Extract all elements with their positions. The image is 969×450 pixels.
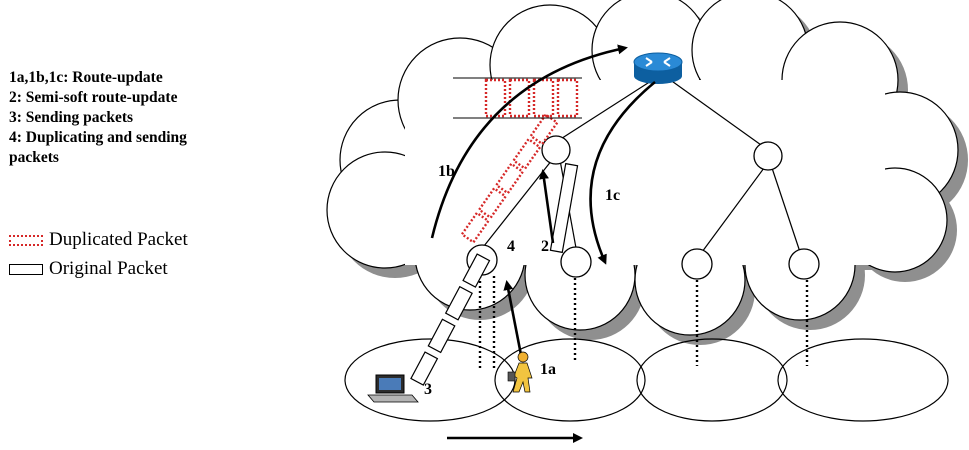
arrow-2: [539, 169, 555, 244]
arrow-1a: [503, 280, 524, 361]
key-duplicated-packet: Duplicated Packet: [9, 229, 188, 251]
label-3: 3: [424, 381, 432, 398]
duplicated-packet-swatch: [9, 235, 43, 247]
legend: 1a,1b,1c: Route-update 2: Semi-soft rout…: [9, 68, 187, 168]
legend-line-duplicating: 4: Duplicating and sending: [9, 129, 187, 146]
legend-line-route-update: 1a,1b,1c: Route-update: [9, 69, 163, 86]
legend-line-sending: 3: Sending packets: [9, 109, 134, 126]
laptop-icon: [367, 374, 419, 403]
key-original-packet: Original Packet: [9, 258, 168, 280]
mobile-user-icon: [507, 351, 533, 393]
arrow-1c: [589, 80, 656, 265]
label-4: 4: [507, 238, 515, 255]
key-original-label: Original Packet: [49, 258, 168, 279]
node-level1-right: [753, 141, 783, 171]
label-1c: 1c: [605, 187, 620, 204]
node-ap-2: [560, 246, 592, 278]
original-packets: [410, 162, 579, 386]
label-1b: 1b: [438, 163, 455, 180]
node-ap-3: [681, 248, 713, 280]
cell-3: [636, 338, 788, 422]
cell-1: [344, 338, 516, 422]
radio-links: [478, 276, 809, 370]
key-duplicated-label: Duplicated Packet: [49, 229, 188, 250]
original-packet-swatch: [9, 264, 43, 276]
node-ap-4: [788, 248, 820, 280]
legend-line-semi-soft: 2: Semi-soft route-update: [9, 89, 178, 106]
cell-4: [777, 338, 949, 422]
duplicated-packets: [460, 78, 579, 244]
node-level1-left: [541, 135, 571, 165]
cloud-fill: [405, 80, 885, 265]
legend-line-packets: packets: [9, 149, 59, 166]
arrow-1b: [430, 44, 628, 239]
cell-2: [494, 338, 646, 422]
access-cells: [344, 338, 949, 422]
router-icon: [633, 52, 683, 84]
label-1a: 1a: [540, 361, 556, 378]
label-2: 2: [541, 238, 549, 255]
route-arrows: [430, 44, 656, 443]
